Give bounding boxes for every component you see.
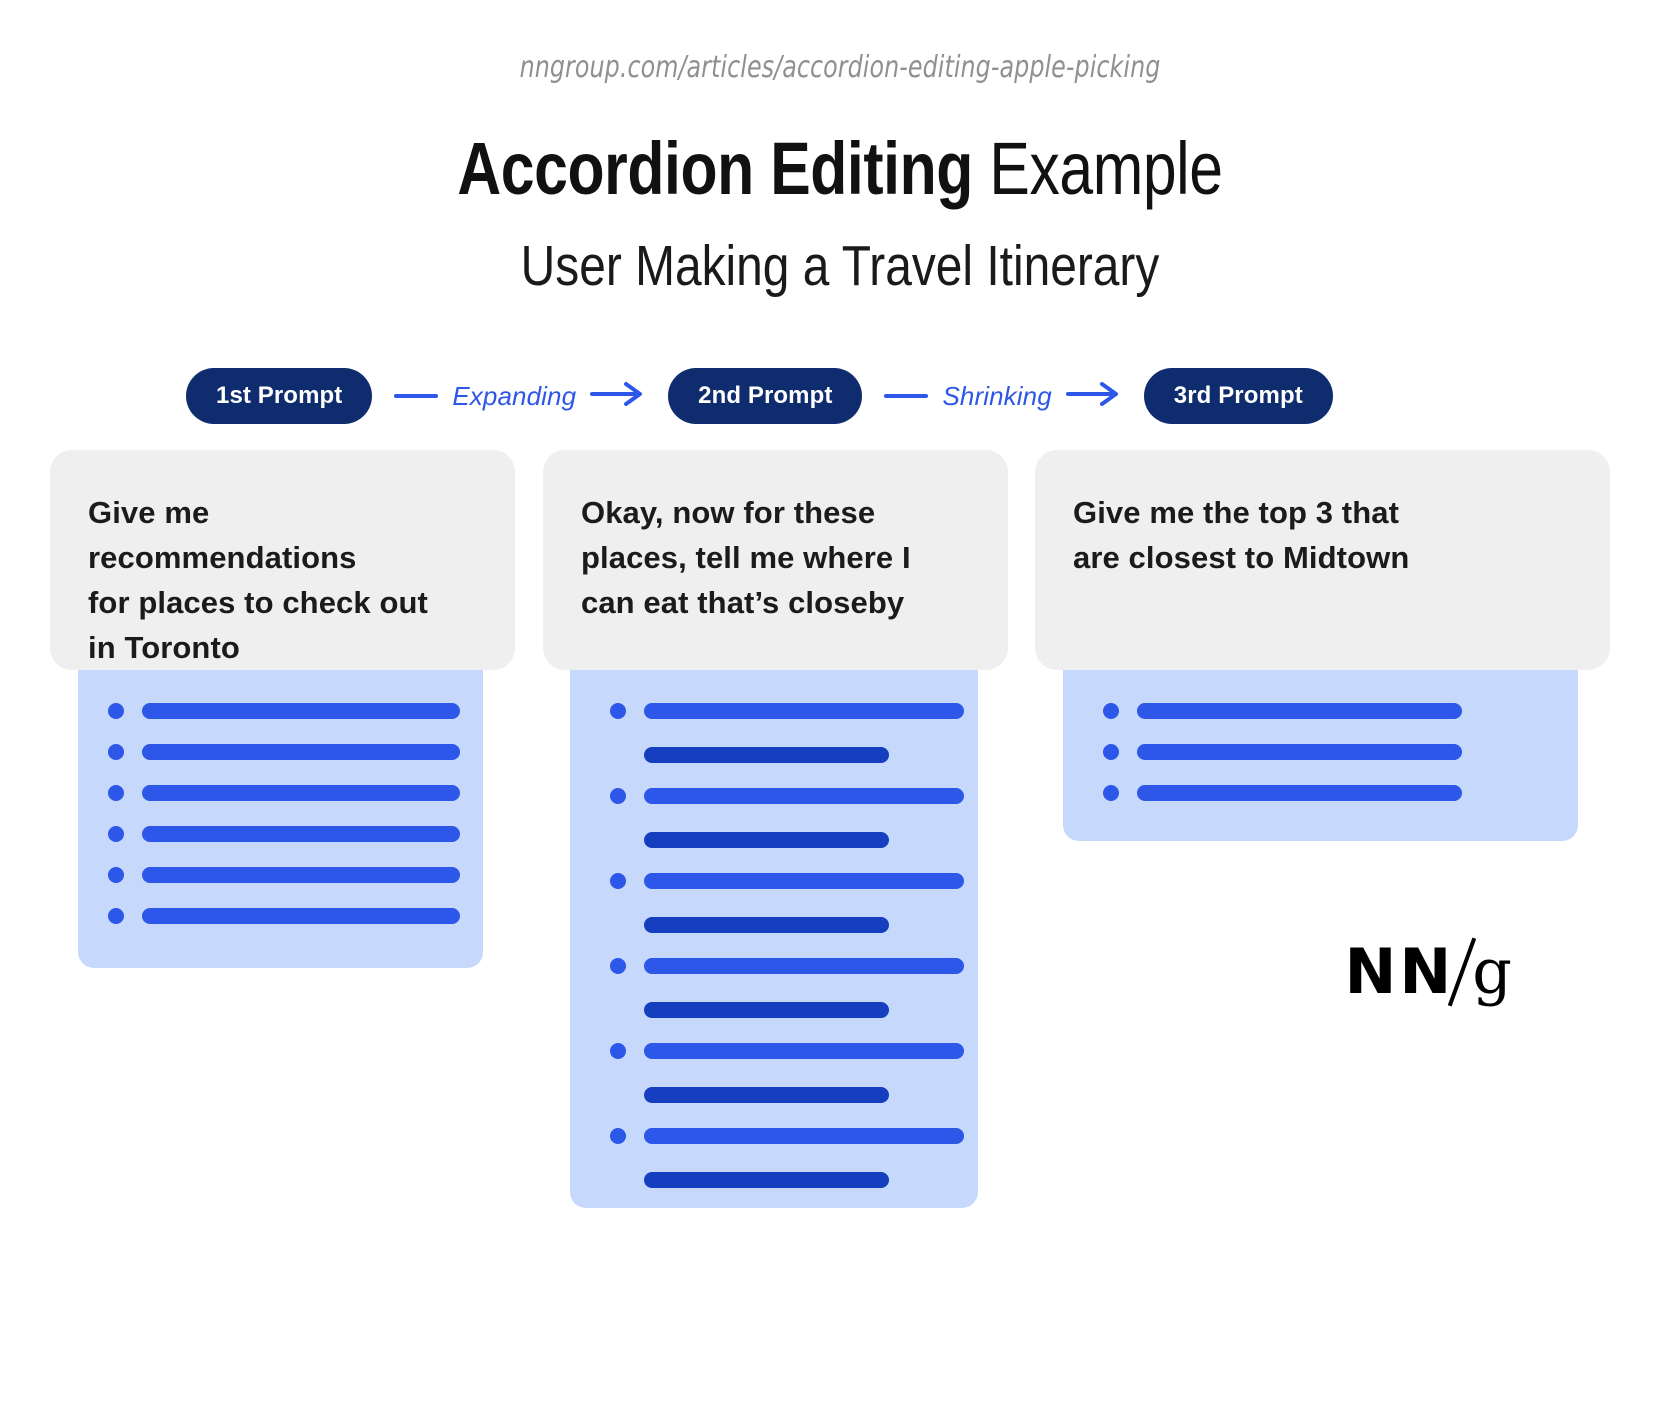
flow-connector-shrinking: Shrinking (862, 381, 1143, 412)
bullet-icon (610, 1043, 626, 1059)
answer-bullet-row (610, 873, 964, 889)
answer-bullet-row (610, 958, 964, 974)
bullet-icon (108, 867, 124, 883)
answer-bullet-row (610, 1043, 964, 1059)
bullet-icon (108, 826, 124, 842)
arrow-right-icon (1065, 381, 1122, 412)
answer-bar (644, 788, 964, 804)
answer-bullet-row (610, 788, 964, 804)
connector-line (884, 394, 929, 398)
answer-bar (644, 703, 964, 719)
prompt-text-3: Give me the top 3 that are closest to Mi… (1073, 495, 1410, 575)
bullet-icon (1103, 703, 1119, 719)
bullet-icon (610, 873, 626, 889)
flow-step-label: 1st Prompt (216, 382, 343, 409)
prompt-card-2[interactable]: Okay, now for these places, tell me wher… (543, 450, 1008, 670)
answer-subbar (644, 832, 889, 848)
answer-bar (142, 826, 460, 842)
bullet-icon (610, 788, 626, 804)
answer-bullet-row (108, 744, 460, 760)
flow-step-label: 2nd Prompt (698, 382, 833, 409)
connector-label: Shrinking (942, 380, 1052, 411)
answer-bar (644, 958, 964, 974)
answer-bullet-row (108, 908, 460, 924)
answer-panel-2 (570, 668, 978, 1208)
flow-step-label: 3rd Prompt (1173, 382, 1303, 409)
answer-bar (142, 785, 460, 801)
answer-bullet-row (108, 785, 460, 801)
prompt-text-1: Give me recommendations for places to ch… (88, 495, 428, 665)
answer-subbar (644, 1172, 889, 1188)
source-url: nngroup.com/articles/accordion-editing-a… (519, 50, 1161, 85)
answer-panel-3 (1063, 668, 1578, 841)
page-title-light: Example (972, 127, 1223, 210)
answer-subrow (644, 832, 889, 848)
bullet-icon (108, 908, 124, 924)
answer-subrow (644, 1172, 889, 1188)
connector-label: Expanding (452, 380, 577, 411)
flow-step-3rd-prompt[interactable]: 3rd Prompt (1143, 368, 1333, 424)
prompt-card-3[interactable]: Give me the top 3 that are closest to Mi… (1035, 450, 1610, 670)
answer-bullet-row (1103, 744, 1462, 760)
answer-subbar (644, 747, 889, 763)
prompt-card-1[interactable]: Give me recommendations for places to ch… (50, 450, 515, 670)
nng-logo-nn: NN (1344, 935, 1455, 1008)
arrow-right-icon (590, 381, 646, 412)
answer-subbar (644, 1087, 889, 1103)
answer-subbar (644, 917, 889, 933)
answer-bar (1137, 744, 1462, 760)
bullet-icon (108, 703, 124, 719)
prompt-flow: 1st Prompt Expanding 2nd Prompt Shrinkin… (186, 368, 1333, 424)
answer-panel-1 (78, 668, 483, 968)
answer-subrow (644, 747, 889, 763)
answer-bullet-row (610, 703, 964, 719)
answer-bar (644, 1128, 964, 1144)
page-title: Accordion Editing Example (151, 124, 1529, 214)
bullet-icon (108, 744, 124, 760)
answer-bar (1137, 703, 1462, 719)
bullet-icon (610, 1128, 626, 1144)
answer-bar (142, 908, 460, 924)
answer-bullet-row (108, 867, 460, 883)
answer-bar (644, 873, 964, 889)
answer-subrow (644, 1087, 889, 1103)
bullet-icon (610, 958, 626, 974)
bullet-icon (1103, 785, 1119, 801)
bullet-icon (610, 703, 626, 719)
answer-subbar (644, 1002, 889, 1018)
connector-line (394, 394, 439, 398)
answer-bullet-row (1103, 785, 1462, 801)
flow-step-1st-prompt[interactable]: 1st Prompt (186, 368, 373, 424)
answer-bullet-row (1103, 703, 1462, 719)
page-subtitle: User Making a Travel Itinerary (520, 234, 1160, 298)
answer-bar (142, 744, 460, 760)
nng-logo: NN g (1312, 926, 1512, 1018)
answer-bullet-row (108, 826, 460, 842)
bullet-icon (108, 785, 124, 801)
prompt-text-2: Okay, now for these places, tell me wher… (581, 495, 911, 620)
answer-subrow (644, 917, 889, 933)
answer-subrow (644, 1002, 889, 1018)
bullet-icon (1103, 744, 1119, 760)
answer-bullet-row (108, 703, 460, 719)
nng-logo-g: g (1472, 935, 1512, 1008)
answer-bar (1137, 785, 1462, 801)
flow-connector-expanding: Expanding (372, 381, 668, 412)
answer-bar (142, 703, 460, 719)
answer-bullet-row (610, 1128, 964, 1144)
page-title-bold: Accordion Editing (457, 127, 973, 210)
answer-bar (644, 1043, 964, 1059)
flow-step-2nd-prompt[interactable]: 2nd Prompt (668, 368, 863, 424)
answer-bar (142, 867, 460, 883)
